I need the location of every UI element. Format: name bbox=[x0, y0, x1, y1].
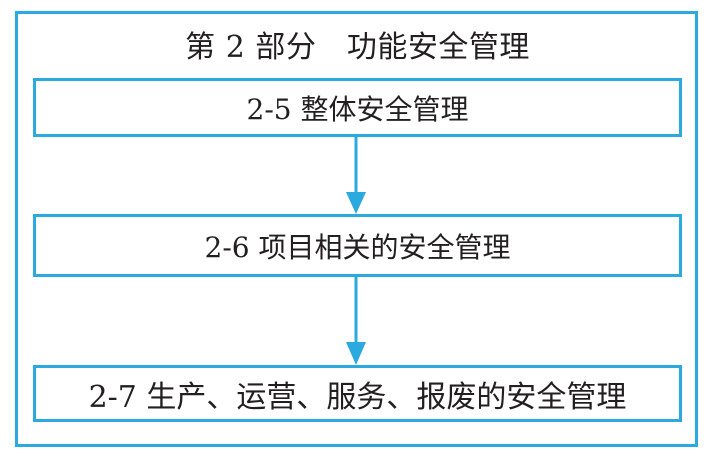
connector-arrow-2-5-to-2-6 bbox=[340, 136, 372, 214]
process-node-label: 2-5 整体安全管理 bbox=[246, 92, 469, 126]
connector-arrowhead bbox=[346, 342, 366, 365]
process-node-2-5[interactable]: 2-5 整体安全管理 bbox=[33, 78, 682, 137]
connector-arrow-2-6-to-2-7 bbox=[340, 277, 372, 365]
process-node-label: 2-7 生产、运营、服务、报废的安全管理 bbox=[88, 379, 627, 415]
process-node-2-6[interactable]: 2-6 项目相关的安全管理 bbox=[33, 214, 682, 277]
connector-arrowhead bbox=[346, 192, 366, 214]
diagram-section-title: 第 2 部分 功能安全管理 bbox=[185, 29, 530, 65]
diagram-outer-frame bbox=[15, 11, 698, 447]
process-node-label: 2-6 项目相关的安全管理 bbox=[204, 230, 511, 264]
process-node-2-7[interactable]: 2-7 生产、运营、服务、报废的安全管理 bbox=[33, 365, 682, 422]
